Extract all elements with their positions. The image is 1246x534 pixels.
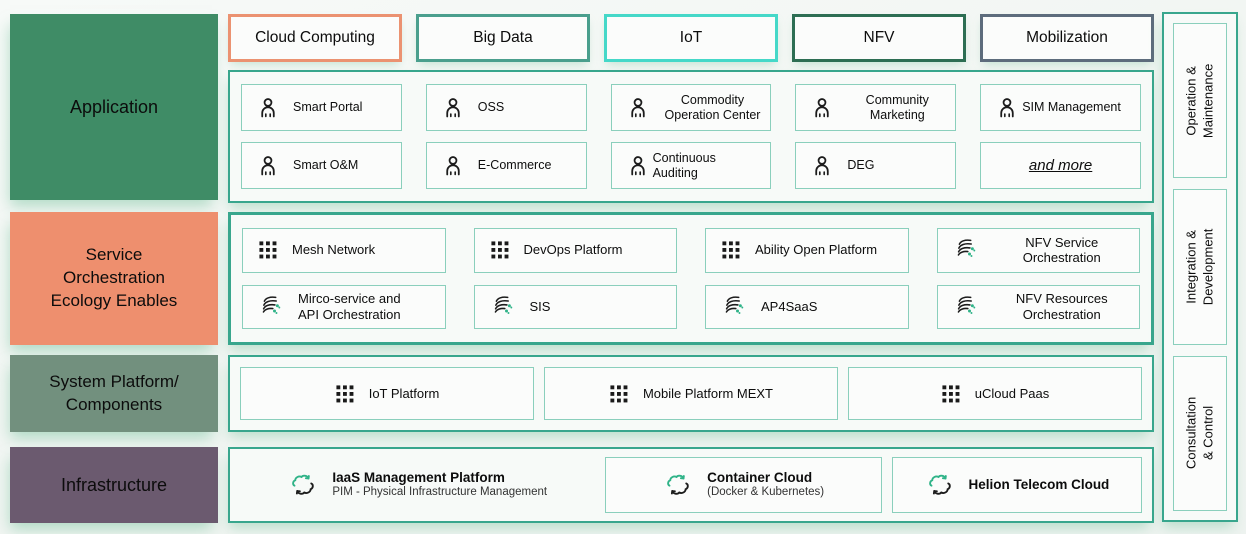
app-item-oss: OSS (425, 84, 587, 131)
sidebar-item-label: Operation & Maintenance (1183, 63, 1216, 138)
domain-tabs: Cloud Computing Big Data IoT NFV Mobiliz… (228, 14, 1154, 62)
svc-item-sis: SIS (473, 284, 677, 329)
person-icon (996, 97, 1018, 119)
layer-label-application: Application (10, 14, 218, 200)
item-label: Mobile Platform MEXT (642, 385, 774, 401)
app-item-sim-management: SIM Management (980, 84, 1141, 131)
person-icon (257, 155, 279, 177)
item-label: SIM Management (1022, 100, 1121, 114)
item-label: Mirco-service and API Orchestration (298, 291, 401, 322)
inf-item-iaas-management-platform: IaaS Management Platform PIM - Physical … (240, 457, 595, 513)
orchestration-icon (490, 294, 516, 320)
app-item-deg: DEG (795, 142, 957, 189)
item-sublabel: PIM - Physical Infrastructure Management (332, 486, 548, 499)
item-label: Smart Portal (293, 100, 363, 114)
tab-iot: IoT (604, 14, 778, 62)
item-label: Helion Telecom Cloud (968, 476, 1110, 492)
app-item-continuous-auditing: Continuous Auditing (610, 142, 772, 189)
svc-item-nfv-service-orchestration: NFV Service Orchestration (936, 228, 1140, 273)
sys-item-ucloud-paas: uCloud Paas (848, 367, 1142, 420)
application-layer-box: Smart Portal OSS Commodity Operation Cen… (228, 70, 1154, 203)
item-text: Helion Telecom Cloud (969, 477, 1110, 493)
tab-cloud-computing: Cloud Computing (228, 14, 402, 62)
grid-icon (258, 240, 278, 260)
person-icon (442, 155, 464, 177)
sidebar-item-label: Integration & Development (1183, 228, 1216, 306)
tab-nfv: NFV (792, 14, 966, 62)
sidebar-item-label: Consultation & Control (1183, 397, 1215, 470)
orchestration-icon (953, 294, 979, 320)
cloud-sync-icon (663, 470, 693, 500)
person-icon (627, 155, 649, 177)
orchestration-icon (721, 294, 747, 320)
layer-label-infrastructure: Infrastructure (10, 447, 218, 523)
item-label: Mesh Network (292, 242, 376, 258)
app-item-commodity-operation-center: Commodity Operation Center (610, 84, 772, 131)
cloud-sync-icon (925, 470, 955, 500)
cloud-sync-icon (288, 470, 318, 500)
item-label: Ability Open Platform (755, 242, 878, 258)
item-label: DevOps Platform (523, 242, 623, 258)
grid-icon (609, 384, 629, 404)
app-item-e-commerce: E-Commerce (425, 142, 587, 189)
item-text: Container Cloud (Docker & Kubernetes) (707, 470, 824, 500)
item-label: IoT Platform (368, 385, 440, 401)
inf-item-container-cloud: Container Cloud (Docker & Kubernetes) (605, 457, 882, 513)
person-icon (811, 155, 833, 177)
item-label: Community Marketing (865, 92, 929, 122)
lifecycle-sidebar: Operation & Maintenance Integration & De… (1162, 12, 1238, 522)
sidebar-item-consultation-control: Consultation & Control (1173, 355, 1227, 511)
item-sublabel: (Docker & Kubernetes) (707, 486, 825, 499)
svc-item-mesh-network: Mesh Network (242, 228, 446, 273)
svc-item-ap4saas: AP4SaaS (705, 284, 909, 329)
svc-item-nfv-resources-orchestration: NFV Resources Orchestration (936, 284, 1140, 329)
item-label: and more (1028, 156, 1093, 174)
svc-item-mirco-service-api-orchestration: Mirco-service and API Orchestration (242, 284, 446, 329)
sys-item-iot-platform: IoT Platform (240, 367, 534, 420)
person-icon (442, 97, 464, 119)
layer-label-system-platform: System Platform/ Components (10, 355, 218, 432)
item-label: Smart O&M (293, 158, 359, 172)
item-text: IaaS Management Platform PIM - Physical … (332, 470, 547, 500)
item-label: IaaS Management Platform (332, 470, 505, 485)
item-label: E-Commerce (477, 158, 552, 172)
tab-big-data: Big Data (416, 14, 590, 62)
tab-mobilization: Mobilization (980, 14, 1154, 62)
inf-item-helion-telecom-cloud: Helion Telecom Cloud (891, 457, 1142, 513)
svc-item-ability-open-platform: Ability Open Platform (705, 228, 909, 273)
orchestration-icon (953, 237, 979, 263)
item-label: DEG (847, 158, 875, 172)
app-item-smart-om: Smart O&M (241, 142, 402, 189)
grid-icon (941, 384, 961, 404)
sys-item-mobile-platform-mext: Mobile Platform MEXT (544, 367, 838, 420)
item-label: uCloud Paas (974, 385, 1050, 401)
system-platform-layer-box: IoT Platform Mobile Platform MEXT uCloud… (228, 355, 1154, 432)
layer-label-service-orchestration: Service Orchestration Ecology Enables (10, 212, 218, 345)
item-label: NFV Resources Orchestration (1015, 291, 1108, 322)
person-icon (627, 97, 649, 119)
svc-item-devops-platform: DevOps Platform (473, 228, 677, 273)
sidebar-item-integration-development: Integration & Development (1173, 189, 1227, 345)
service-orchestration-layer-box: Mesh Network DevOps Platform Ability Ope… (228, 212, 1154, 345)
app-item-and-more: and more (980, 142, 1141, 189)
grid-icon (721, 240, 741, 260)
item-label: Continuous Auditing (652, 150, 716, 180)
item-label: Commodity Operation Center (664, 92, 761, 122)
item-label: NFV Service Orchestration (1022, 234, 1101, 266)
infrastructure-layer-box: IaaS Management Platform PIM - Physical … (228, 447, 1154, 523)
grid-icon (490, 240, 510, 260)
orchestration-icon (258, 294, 284, 320)
item-label: OSS (477, 100, 505, 114)
person-icon (811, 97, 833, 119)
item-label: AP4SaaS (761, 298, 818, 314)
item-label: SIS (529, 298, 551, 314)
item-label: Container Cloud (707, 470, 813, 485)
sidebar-item-operation-maintenance: Operation & Maintenance (1173, 23, 1227, 179)
grid-icon (335, 384, 355, 404)
app-item-smart-portal: Smart Portal (241, 84, 402, 131)
person-icon (257, 97, 279, 119)
app-item-community-marketing: Community Marketing (795, 84, 957, 131)
